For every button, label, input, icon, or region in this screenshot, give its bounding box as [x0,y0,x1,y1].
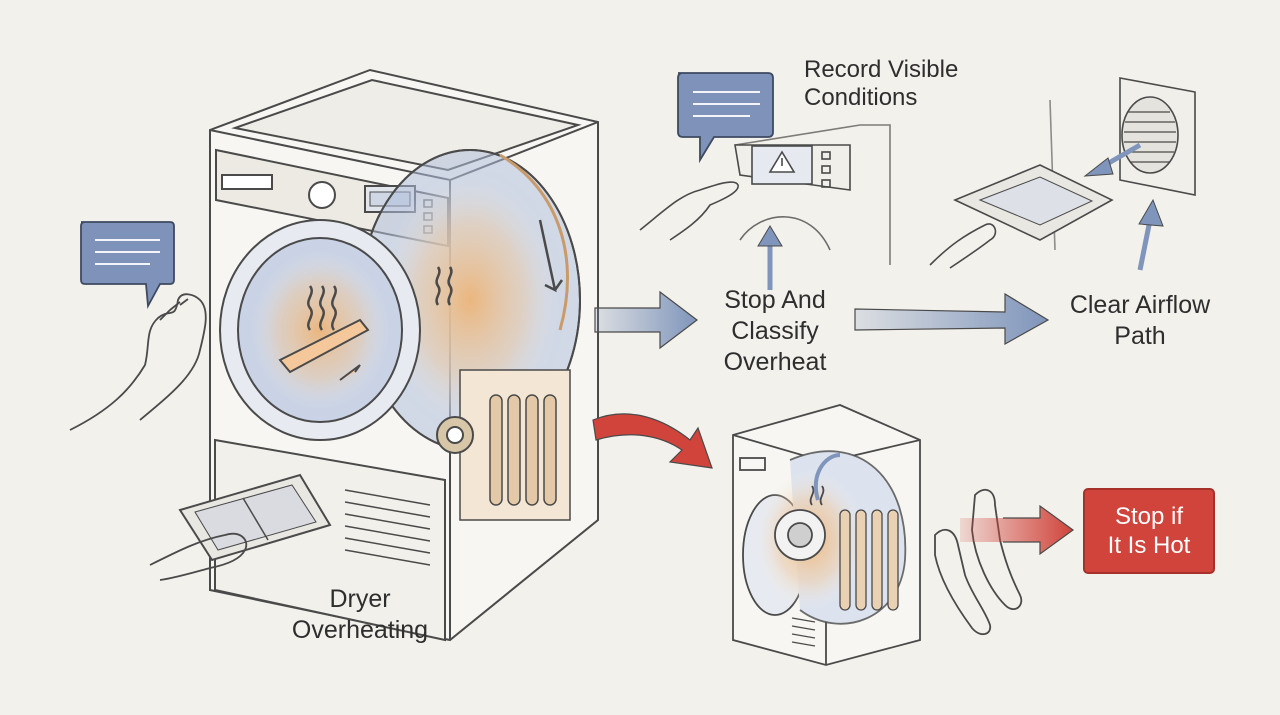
lint-filter-icon [178,473,332,562]
stop-classify-line-1: Stop And [724,286,826,314]
clear-airflow-line-1: Clear Airflow [1069,291,1211,319]
stop-classify-line-3: Overheat [723,348,827,376]
speech-bubble-icon [80,72,774,310]
flow-arrow-to-classify [594,290,698,350]
stop-classify-label: Stop And Classify Overheat [700,285,850,378]
control-panel-illustration [639,124,891,290]
stop-classify-line-2: Classify [731,317,819,345]
record-conditions-line-2: Conditions [804,84,918,111]
dryer-overheating-line-2: Overheating [291,616,429,644]
record-conditions-label: Record Visible Conditions [804,56,958,112]
heat-pump-dryer-illustration [732,404,921,666]
hand-icon [69,293,248,581]
heat-waves-icon [307,266,453,331]
stop-if-hot-box: Stop if It Is Hot [1083,488,1215,574]
clear-airflow-line-2: Path [1114,322,1166,350]
flow-arrow-to-stop [960,504,1075,556]
flow-arrow-to-airflow [854,292,1050,346]
flow-arrow-to-hot-dryer [592,413,713,469]
warning-triangle-icon [768,150,796,173]
stop-if-hot-line-2: It Is Hot [1107,532,1191,559]
stop-if-hot-line-1: Stop if [1114,503,1184,530]
record-conditions-line-1: Record Visible [804,56,959,83]
main-dryer-illustration [178,68,599,642]
dryer-overheating-line-1: Dryer [329,585,391,613]
hand-icon [934,488,1023,635]
vent-icon [929,77,1196,269]
clear-airflow-label: Clear Airflow Path [1050,290,1230,352]
dryer-overheating-label: Dryer Overheating [270,584,450,646]
